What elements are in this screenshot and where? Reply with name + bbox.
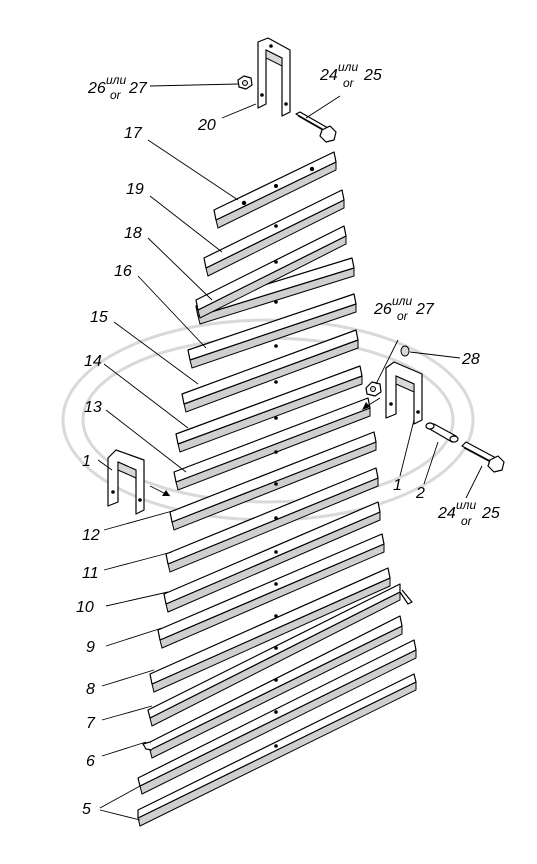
label-11: 11	[82, 565, 99, 582]
label-2: 2	[415, 485, 425, 502]
part-labels: 26 или or 27 24 или or 25 20 17 19 18 16…	[76, 60, 500, 818]
leaf-9	[157, 533, 385, 649]
right-nut	[365, 381, 382, 397]
svg-text:27: 27	[415, 301, 435, 318]
leaf-18b	[195, 225, 347, 319]
right-bolt	[461, 441, 505, 473]
label-10: 10	[76, 599, 94, 616]
label-26-27-right: 26 или or 27	[373, 294, 435, 323]
label-18: 18	[124, 225, 142, 242]
leaf-17	[213, 151, 337, 229]
leaf-8	[149, 567, 391, 693]
leaf-14	[175, 365, 363, 453]
svg-text:24: 24	[319, 67, 338, 84]
leader-lines	[97, 83, 483, 821]
label-24-25-top: 24 или or 25	[319, 60, 382, 90]
leaf-19	[203, 189, 345, 277]
svg-text:26: 26	[373, 301, 392, 318]
top-nut	[237, 75, 253, 90]
leaf-5-lower	[137, 673, 417, 827]
label-9: 9	[86, 639, 95, 656]
label-14: 14	[84, 353, 102, 370]
label-1-left: 1	[82, 453, 91, 470]
leaf-18	[195, 257, 355, 325]
svg-text:or: or	[461, 514, 473, 528]
label-19: 19	[126, 181, 144, 198]
label-12: 12	[82, 527, 100, 544]
svg-text:or: or	[343, 76, 355, 90]
svg-text:24: 24	[437, 505, 456, 522]
item-28	[400, 345, 410, 357]
right-clamp-1	[385, 361, 423, 425]
left-arrow	[149, 485, 171, 497]
leaf-7	[147, 583, 413, 727]
svg-text:или: или	[106, 73, 126, 87]
leaf-5-upper	[137, 639, 417, 795]
svg-text:25: 25	[363, 67, 382, 84]
svg-text:26: 26	[87, 80, 106, 97]
label-7: 7	[86, 715, 96, 732]
label-17: 17	[124, 125, 143, 142]
label-5: 5	[82, 801, 91, 818]
label-15: 15	[90, 309, 108, 326]
top-bolt	[295, 111, 337, 143]
leaf-11	[165, 467, 379, 573]
leaf-6	[142, 615, 403, 759]
label-28: 28	[461, 351, 480, 368]
right-arrow	[362, 397, 381, 410]
label-26-27-top: 26 или or 27	[87, 73, 148, 102]
label-20: 20	[197, 117, 216, 134]
top-clamp-20	[257, 37, 291, 117]
leaf-stack	[137, 151, 417, 827]
svg-text:или: или	[456, 498, 476, 512]
label-6: 6	[86, 753, 95, 770]
leaf-13	[173, 397, 371, 491]
leaf-10	[163, 501, 381, 613]
svg-text:or: or	[397, 309, 409, 323]
pin-2	[425, 422, 459, 443]
label-24-25-right: 24 или or 25	[437, 498, 500, 528]
leaf-16	[187, 293, 357, 369]
svg-text:или: или	[338, 60, 358, 74]
label-8: 8	[86, 681, 95, 698]
svg-text:27: 27	[128, 80, 148, 97]
label-13: 13	[84, 399, 102, 416]
label-16: 16	[114, 263, 132, 280]
svg-text:или: или	[392, 294, 412, 308]
label-1-right: 1	[393, 477, 402, 494]
svg-text:or: or	[110, 88, 122, 102]
left-clamp-1	[107, 449, 145, 515]
svg-text:25: 25	[481, 505, 500, 522]
leaf-15	[181, 329, 359, 413]
leaf-12	[169, 431, 377, 531]
